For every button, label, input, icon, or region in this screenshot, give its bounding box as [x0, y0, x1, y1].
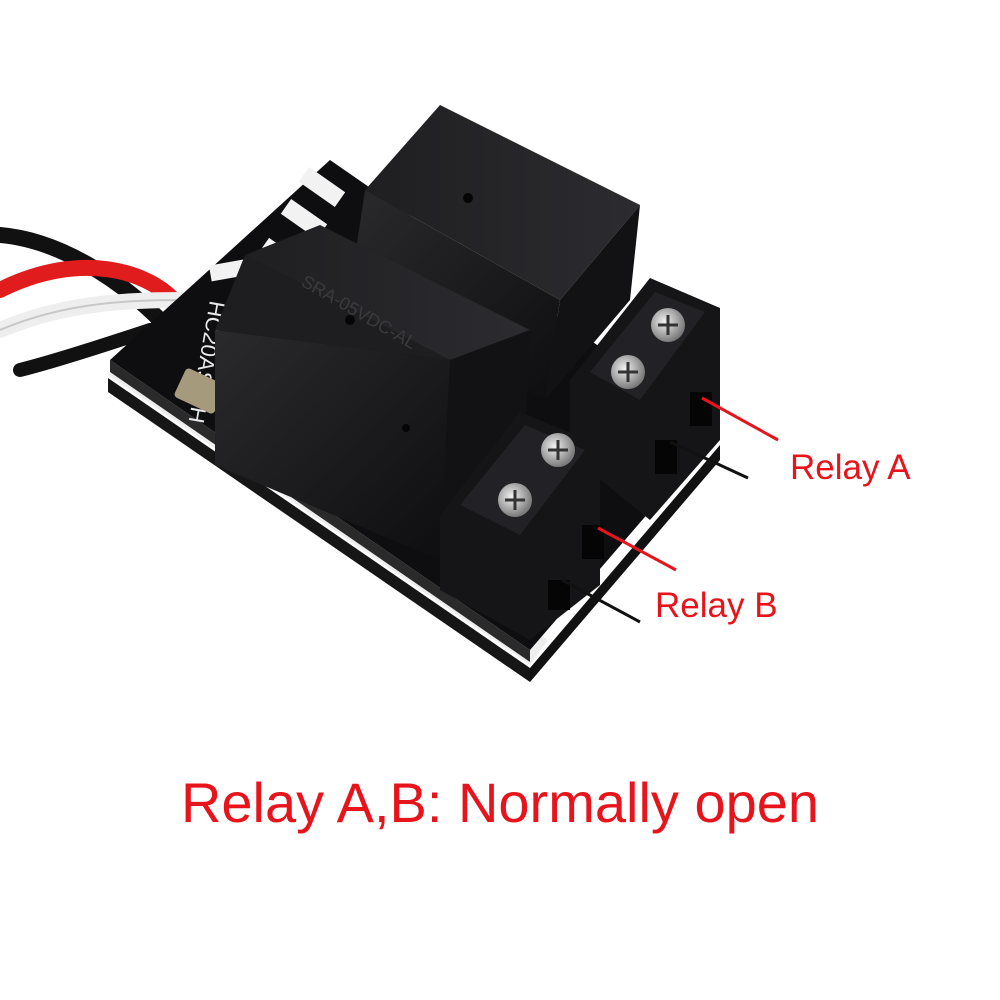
terminal-block-b — [440, 412, 604, 640]
relay-a-black-line — [669, 440, 749, 480]
terminal-block-a — [570, 278, 720, 520]
caption: Relay A,B: Normally open — [180, 771, 820, 834]
relay-a-label: Relay A — [790, 448, 911, 487]
relay-front: SRA-05VDC-AL — [215, 225, 530, 560]
relay-a-red-line — [701, 396, 779, 442]
relay-b-red-line — [597, 526, 677, 572]
wire-harness — [0, 227, 198, 377]
relay-b-black-line — [561, 578, 641, 624]
relay-b-label: Relay B — [655, 586, 778, 625]
annotation-lines — [561, 396, 779, 624]
